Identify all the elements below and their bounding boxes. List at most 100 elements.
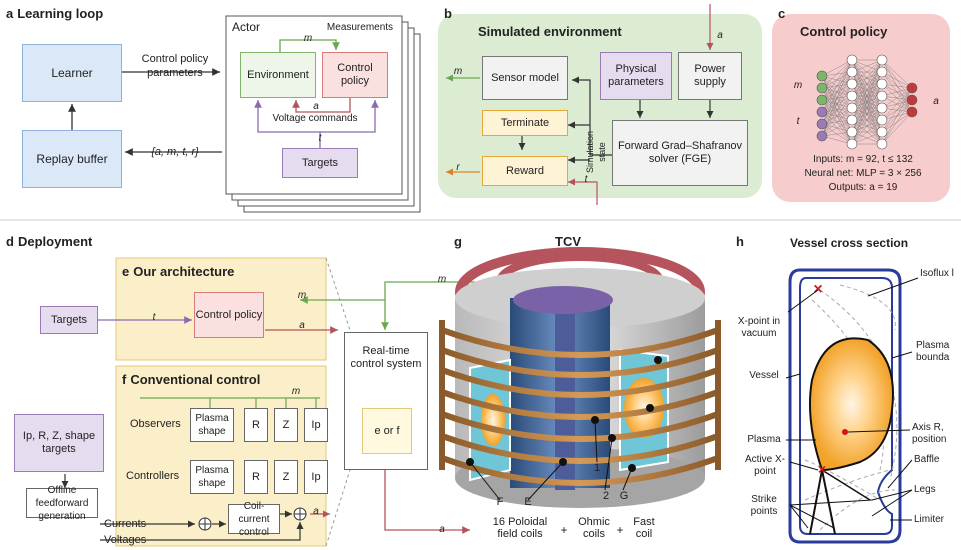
nn-node xyxy=(876,126,888,138)
m-label-f: m xyxy=(291,386,301,397)
label-2: 2 xyxy=(602,490,610,502)
nn-edge xyxy=(851,59,883,97)
control-policy-box-a: Control policy xyxy=(322,52,388,98)
plasma-boundary-label: Plasma bounda xyxy=(916,340,950,363)
nn-node xyxy=(906,106,918,118)
nn-node xyxy=(846,126,858,138)
reward-box: Reward xyxy=(482,156,568,186)
physical-parameters-box: Physical parameters xyxy=(600,52,672,100)
nn-node xyxy=(846,114,858,126)
learner-box: Learner xyxy=(22,44,122,102)
tcv-tokamak-illustration xyxy=(439,247,721,508)
nn-node xyxy=(816,70,828,82)
observer-R: R xyxy=(244,408,268,442)
label-G: G xyxy=(619,490,629,502)
a-label-e: a xyxy=(299,320,305,331)
shape-targets-box: Ip, R, Z, shape targets xyxy=(14,414,104,472)
control-policy-box-e: Control policy xyxy=(194,292,264,338)
currents-label: Currents xyxy=(104,518,147,530)
environment-box: Environment xyxy=(240,52,316,98)
panel-h-title: Vessel cross section xyxy=(790,236,909,250)
label-E: E xyxy=(524,496,532,508)
limiter-label: Limiter xyxy=(914,514,945,525)
outputs-label: Outputs: a = 19 xyxy=(828,182,898,193)
nn-node xyxy=(906,94,918,106)
vessel-cross-section: × × xyxy=(785,268,919,544)
nn-node xyxy=(876,78,888,90)
controller-R: R xyxy=(244,460,268,494)
neural-net-label: Neural net: MLP = 3 × 256 xyxy=(804,168,922,179)
observer-Ip: Ip xyxy=(304,408,328,442)
voltage-commands-label: Voltage commands xyxy=(272,113,358,124)
label-F: F xyxy=(496,496,504,508)
nn-node xyxy=(846,66,858,78)
m-label-c: m xyxy=(793,80,803,91)
a-label-d: a xyxy=(439,524,445,535)
observer-plasma-shape: Plasma shape xyxy=(190,408,234,442)
svg-text:×: × xyxy=(813,281,822,298)
nn-edge xyxy=(821,119,853,137)
nn-node xyxy=(816,82,828,94)
plasma-label: Plasma xyxy=(747,434,781,445)
isoflux-label: Isoflux l xyxy=(920,268,954,279)
plus-1: + xyxy=(560,523,568,537)
panel-g-letter: g xyxy=(454,234,462,249)
nn-edge xyxy=(881,87,913,133)
nn-edge xyxy=(821,107,853,137)
observers-label: Observers xyxy=(130,418,181,430)
real-time-control-label: Real-time control system xyxy=(350,345,422,370)
nn-edge xyxy=(821,59,853,77)
controller-Ip: Ip xyxy=(304,460,328,494)
replay-tuple-label: {a, m, t, r} xyxy=(151,146,199,158)
nn-edge xyxy=(851,95,883,145)
nn-node xyxy=(816,130,828,142)
nn-edge xyxy=(851,59,883,109)
control-policy-parameters-label: Control policy parameters xyxy=(141,53,209,79)
nn-edge xyxy=(881,87,913,145)
targets-box-a: Targets xyxy=(282,148,358,178)
nn-edge xyxy=(881,71,913,89)
a-label-b: a xyxy=(717,30,723,41)
fast-coil-label: Fast coil xyxy=(633,516,655,540)
baffle-label: Baffle xyxy=(914,454,940,465)
nn-edge xyxy=(851,59,883,85)
nn-edge xyxy=(821,59,853,113)
poloidal-coils-label: 16 Poloidal field coils xyxy=(492,516,548,540)
observer-Z: Z xyxy=(274,408,298,442)
nn-edge xyxy=(821,59,853,101)
active-x-point-label: Active X-point xyxy=(744,454,785,477)
nn-edge xyxy=(851,83,883,145)
nn-edge xyxy=(821,59,853,89)
m-label-d: m xyxy=(437,274,447,285)
nn-edge xyxy=(881,59,913,89)
nn-node xyxy=(846,78,858,90)
targets-box-d: Targets xyxy=(40,306,98,334)
nn-edge xyxy=(851,59,883,145)
a-label-a: a xyxy=(313,101,319,112)
nn-node xyxy=(816,118,828,130)
svg-text:×: × xyxy=(818,461,826,477)
nn-edge xyxy=(851,59,883,73)
x-point-vacuum-label: X-point in vacuum xyxy=(737,316,781,339)
voltages-label: Voltages xyxy=(104,534,147,546)
nn-edge xyxy=(881,87,913,109)
sensor-model-box: Sensor model xyxy=(482,56,568,100)
e-or-f-box: e or f xyxy=(362,408,412,454)
terminate-box: Terminate xyxy=(482,110,568,136)
nn-edge xyxy=(881,111,913,145)
panel-g-title: TCV xyxy=(555,234,581,249)
plus-2: + xyxy=(616,523,624,537)
panel-b-letter: b xyxy=(444,6,452,21)
coil-current-control-box: Coil-current control xyxy=(228,501,280,538)
nn-node xyxy=(876,138,888,150)
nn-edge xyxy=(851,131,883,145)
inputs-label: Inputs: m = 92, t ≤ 132 xyxy=(813,154,913,165)
nn-edge xyxy=(851,119,883,145)
fge-solver-box: Forward Grad–Shafranov solver (FGE) xyxy=(612,120,748,186)
nn-node xyxy=(906,82,918,94)
nn-node xyxy=(816,94,828,106)
measurements-label: Measurements xyxy=(326,22,394,33)
